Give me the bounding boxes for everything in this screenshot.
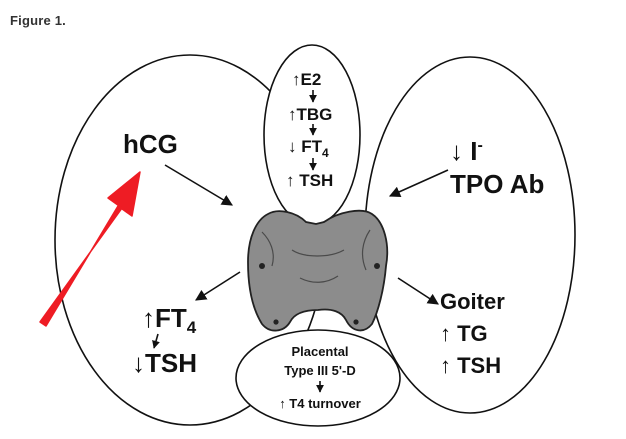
e2-label: ↑E2 (292, 70, 321, 89)
placental-label: Placental (291, 344, 348, 359)
arrow-thyroid-left (195, 271, 241, 301)
arrow-thyroid-right (397, 277, 439, 305)
iodine-label: ↓ I- (450, 136, 483, 166)
right-tg-label: ↑ TG (440, 321, 488, 346)
thyroid-gland-icon (247, 209, 389, 332)
top-ft4-label: ↓ FT4 (288, 137, 329, 160)
tbg-label: ↑TBG (288, 105, 332, 124)
left-tsh-label: ↓TSH (132, 348, 197, 378)
bottom-ellipse (235, 329, 401, 427)
figure-caption: Figure 1. (10, 13, 66, 28)
arrow-left-ft4-tsh (152, 333, 160, 349)
right-tsh-label: ↑ TSH (440, 353, 501, 378)
t4-turnover-label: ↑ T4 turnover (279, 396, 361, 411)
hcg-label: hCG (123, 129, 178, 159)
left-ft4-label: ↑FT4 (142, 303, 197, 337)
type-iii-deiodinase-label: Type III 5'-D (284, 363, 355, 378)
arrow-hcg-thyroid (164, 164, 233, 206)
arrow-iodine-thyroid (388, 169, 449, 197)
tpo-ab-label: TPO Ab (450, 169, 544, 199)
top-tsh-label: ↑ TSH (286, 171, 333, 190)
goiter-label: Goiter (440, 289, 505, 314)
red-arrow-icon (39, 171, 141, 327)
